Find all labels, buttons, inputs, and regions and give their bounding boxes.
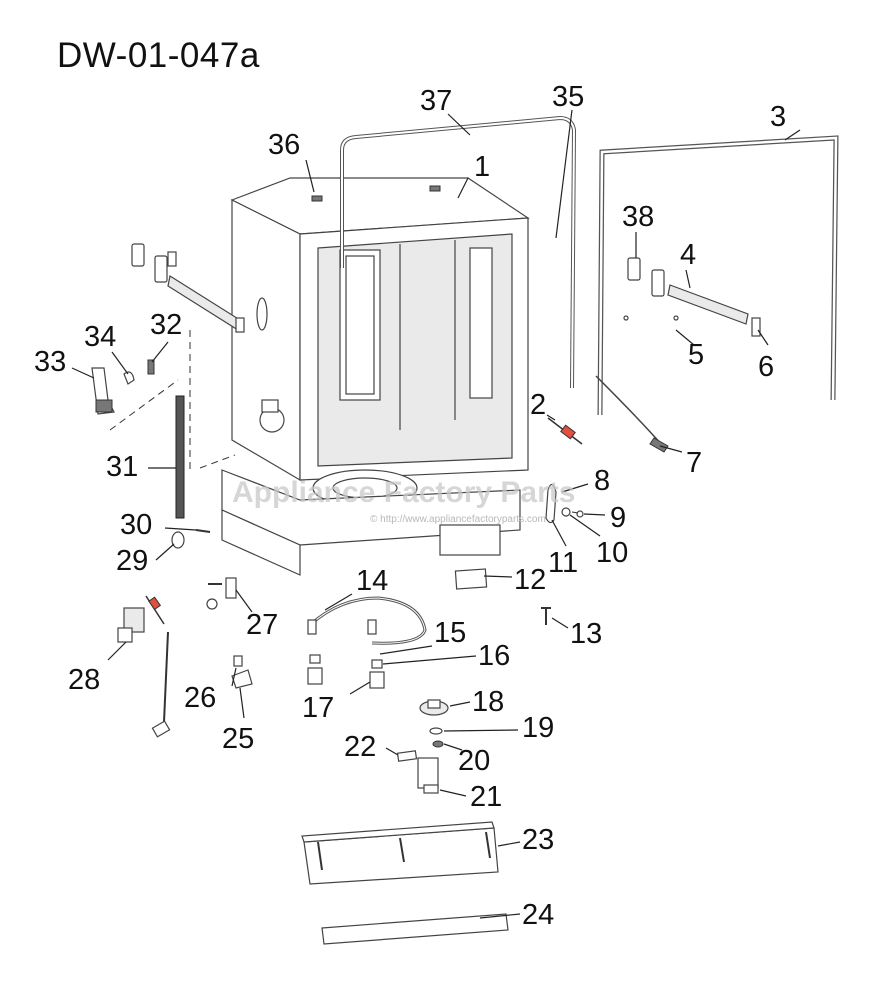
part-label-18: 18 bbox=[472, 686, 504, 718]
tub-assembly bbox=[221, 177, 530, 576]
part-label-14: 14 bbox=[356, 565, 388, 597]
part-label-36: 36 bbox=[268, 129, 300, 161]
left-hinge-set bbox=[131, 243, 245, 333]
part-label-20: 20 bbox=[458, 745, 490, 777]
watermark-url: © http://www.appliancefactoryparts.com bbox=[370, 514, 546, 525]
part-labels: 1 2 3 4 5 6 7 8 9 10 11 12 13 14 15 16 1… bbox=[34, 81, 786, 931]
part-label-9: 9 bbox=[610, 502, 626, 534]
diagram-title: DW-01-047a bbox=[57, 36, 260, 75]
leader-lines bbox=[71, 109, 801, 919]
spray-arm bbox=[307, 596, 427, 645]
part-label-16: 16 bbox=[478, 640, 510, 672]
kick-plate bbox=[321, 913, 509, 945]
part-label-6: 6 bbox=[758, 351, 774, 383]
part-label-29: 29 bbox=[116, 545, 148, 577]
part-label-32: 32 bbox=[150, 309, 182, 341]
part-label-2: 2 bbox=[530, 389, 546, 421]
part-label-30: 30 bbox=[120, 509, 152, 541]
part-label-1: 1 bbox=[474, 151, 490, 183]
part-label-13: 13 bbox=[570, 618, 602, 650]
part-label-26: 26 bbox=[184, 682, 216, 714]
part-label-5: 5 bbox=[688, 339, 704, 371]
part-label-25: 25 bbox=[222, 723, 254, 755]
part-label-24: 24 bbox=[522, 899, 554, 931]
part-label-34: 34 bbox=[84, 321, 116, 353]
door-spring bbox=[547, 417, 583, 445]
part-label-21: 21 bbox=[470, 781, 502, 813]
part-label-27: 27 bbox=[246, 609, 278, 641]
part-label-3: 3 bbox=[770, 101, 786, 133]
part-label-7: 7 bbox=[686, 447, 702, 479]
watermark-text: Appliance Factory Parts bbox=[232, 476, 575, 509]
part-label-33: 33 bbox=[34, 346, 66, 378]
part-label-8: 8 bbox=[594, 465, 610, 497]
part-label-15: 15 bbox=[434, 617, 466, 649]
part-label-19: 19 bbox=[522, 712, 554, 744]
part-label-37: 37 bbox=[420, 85, 452, 117]
part-label-22: 22 bbox=[344, 731, 376, 763]
part-label-4: 4 bbox=[680, 239, 696, 271]
part-label-11: 11 bbox=[548, 547, 578, 579]
part-label-31: 31 bbox=[106, 451, 138, 483]
door-cable bbox=[595, 375, 663, 446]
part-label-23: 23 bbox=[522, 824, 554, 856]
part-label-17: 17 bbox=[302, 692, 334, 724]
part-label-12: 12 bbox=[514, 564, 546, 596]
right-hinge-set bbox=[623, 257, 761, 337]
part-label-10: 10 bbox=[596, 537, 628, 569]
left-parts bbox=[91, 359, 253, 738]
part-label-38: 38 bbox=[622, 201, 654, 233]
part-label-35: 35 bbox=[552, 81, 584, 113]
part-label-28: 28 bbox=[68, 664, 100, 696]
toe-kick-panel bbox=[301, 821, 499, 885]
